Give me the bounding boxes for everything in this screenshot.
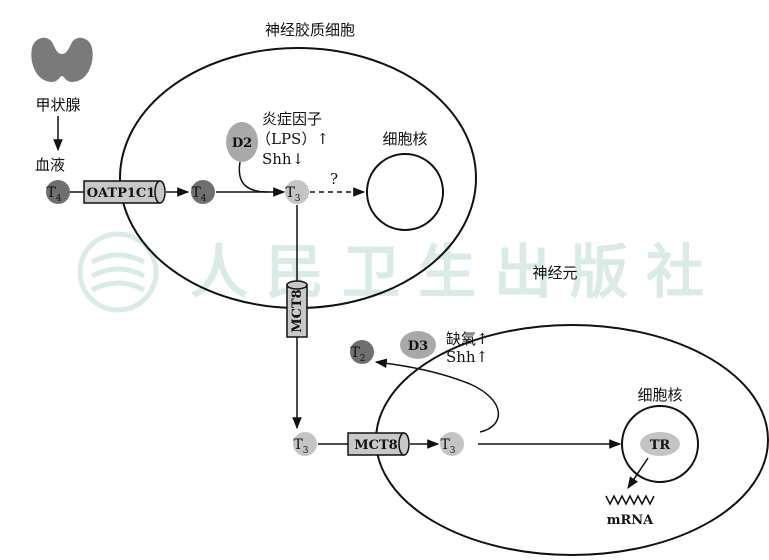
d3-enzyme [400,331,436,359]
neuron-nucleus [621,405,699,483]
t3-extracellular-molecule [293,432,317,456]
neuron-factor-line1: 缺氧↑ [446,330,489,348]
t4-glial-label: T4 [191,185,206,204]
t4-blood-label: T4 [46,185,61,204]
mct8-horizontal-transporter: MCT8 [347,432,410,456]
t3-glial-molecule [285,180,309,204]
neuron-cell-membrane [375,324,769,556]
t3-neuron-label: T3 [440,437,455,456]
tr-label: TR [650,438,671,453]
blood-label: 血液 [35,156,65,174]
mct8-horizontal-label: MCT8 [354,438,397,453]
d2-enzyme [226,122,258,162]
oatp1c1-label: OATP1C1 [87,186,156,201]
tr-receptor [640,432,680,456]
neuron-cell-title: 神经元 [532,264,577,282]
t3-to-t2-curve-arrow [374,358,499,433]
t2-label: T2 [350,345,365,364]
d2-catalysis-curve [238,161,269,193]
t4-glial-molecule [191,180,215,204]
glial-nucleus [366,153,444,231]
d2-label: D2 [232,136,252,151]
thyroid-label: 甲状腺 [35,96,80,114]
thyroid-gland-icon [31,37,93,82]
t3-glial-label: T3 [285,185,300,204]
watermark-logo-icon [77,231,159,313]
glial-factor-line2: （LPS）↑ [256,130,329,148]
glial-cell-title: 神经胶质细胞 [265,21,355,39]
d3-label: D3 [408,339,428,354]
mct8-vertical-transporter: MCT8 [286,280,308,338]
mct8-vertical-label: MCT8 [290,289,305,332]
tr-to-mrna-arrow [627,457,649,489]
t3-neuron-molecule [440,432,464,456]
t2-molecule [350,340,374,364]
glial-factor-line1: 炎症因子 [262,110,322,128]
t4-blood-molecule [46,180,70,204]
oatp1c1-transporter: OATP1C1 [83,180,166,204]
watermark-text: 人民卫生出版社 [190,238,722,306]
glial-factor-line3: Shh↓ [262,150,304,168]
neuron-nucleus-label: 细胞核 [637,386,682,404]
mrna-strand-icon [605,494,655,506]
neuron-factor-line2: Shh↑ [446,348,488,366]
mrna-label: mRNA [607,513,654,528]
glial-nucleus-label: 细胞核 [382,130,427,148]
question-mark: ? [330,170,338,188]
t3-extracellular-label: T3 [293,437,308,456]
